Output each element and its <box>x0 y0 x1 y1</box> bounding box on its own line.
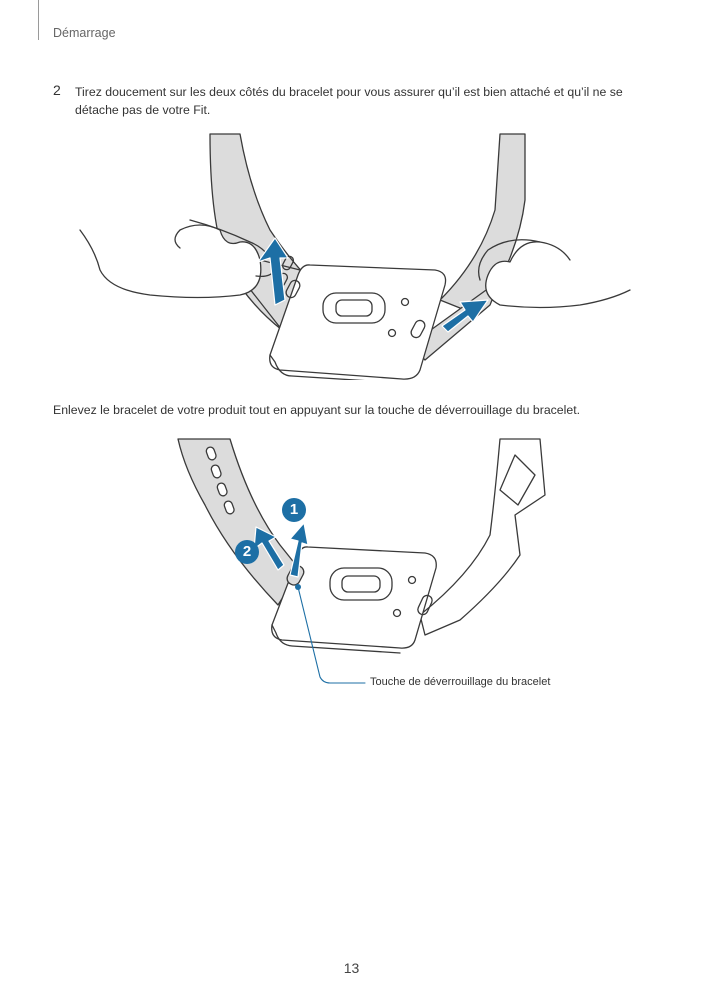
band-right-loop <box>499 454 536 506</box>
release-button-b <box>417 594 433 616</box>
figure-pull-band <box>79 133 631 380</box>
sensor-dot-a <box>407 575 417 585</box>
band-hole <box>281 255 295 271</box>
release-button-b <box>410 319 426 339</box>
sensor-inner <box>341 575 381 593</box>
band-left <box>177 438 301 606</box>
figure-unlock-band <box>177 438 546 684</box>
step-text: Tirez doucement sur les deux côtés du br… <box>75 85 623 117</box>
band-hole <box>223 500 235 515</box>
badge-2-label: 2 <box>242 543 252 560</box>
press-arrow <box>289 522 309 578</box>
device-edge <box>271 624 401 654</box>
left-thumb <box>189 219 276 278</box>
sensor-dot-a <box>400 297 410 307</box>
band-hole <box>216 482 228 497</box>
band-hole <box>210 464 222 479</box>
section-title: Démarrage <box>53 26 116 40</box>
badge-1-label: 1 <box>289 501 299 518</box>
release-button-a <box>285 279 301 299</box>
callout-leader <box>297 586 366 684</box>
device-edge <box>269 354 366 380</box>
sensor-dot-b <box>387 328 397 338</box>
lift-arrow <box>253 526 285 571</box>
band-hole <box>205 446 217 461</box>
instruction-paragraph: Enlevez le bracelet de votre produit tou… <box>53 403 581 417</box>
sensor-inner <box>335 299 373 317</box>
unlock-button-callout: Touche de déverrouillage du bracelet <box>370 676 551 688</box>
step-badge-1 <box>282 498 306 522</box>
step-badge-2 <box>235 540 259 564</box>
right-thumb <box>477 239 541 281</box>
step-number: 2 <box>53 82 61 98</box>
pull-arrow-right <box>441 299 489 333</box>
sensor-dot-b <box>392 608 402 618</box>
pull-arrow-left <box>257 237 289 306</box>
page-number: 13 <box>343 960 360 976</box>
header-rule <box>38 0 39 40</box>
